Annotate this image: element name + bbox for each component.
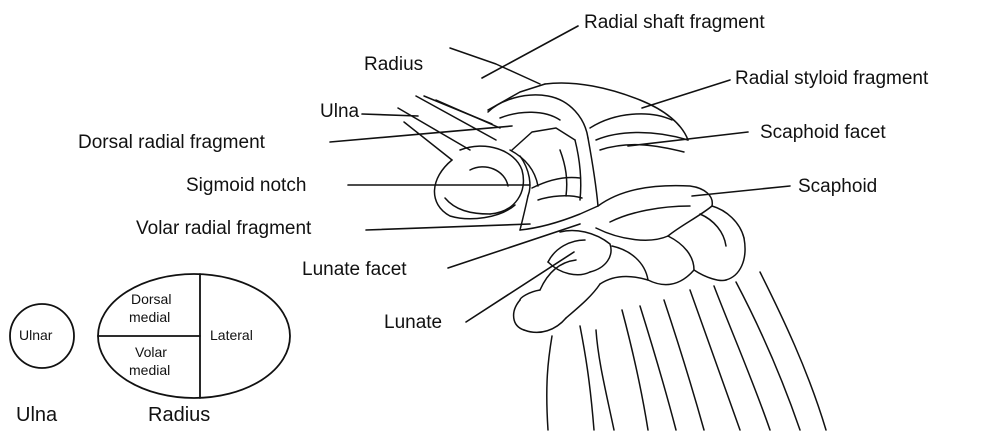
leader-scaphoid bbox=[692, 186, 790, 196]
label-radius: Radius bbox=[364, 54, 423, 76]
label-scaphoid-facet: Scaphoid facet bbox=[760, 122, 886, 144]
label-scaphoid: Scaphoid bbox=[798, 176, 877, 198]
leader-radial-styloid-fragment bbox=[642, 80, 730, 108]
caption-radius: Radius bbox=[148, 404, 210, 426]
label-radial-styloid-fragment: Radial styloid fragment bbox=[735, 68, 928, 90]
caption-ulna: Ulna bbox=[16, 404, 57, 426]
leader-scaphoid-facet bbox=[628, 132, 748, 146]
label-sigmoid-notch: Sigmoid notch bbox=[186, 175, 306, 197]
label-radial-shaft-fragment: Radial shaft fragment bbox=[584, 12, 765, 34]
leader-lunate bbox=[466, 252, 574, 322]
label-volar-radial-fragment: Volar radial fragment bbox=[136, 218, 311, 240]
schematic-dorsal-medial-line1: Dorsal bbox=[131, 291, 171, 308]
ulna-drawing bbox=[398, 96, 523, 219]
schematic-ulnar-label: Ulnar bbox=[19, 327, 52, 344]
label-dorsal-radial-fragment: Dorsal radial fragment bbox=[78, 132, 265, 154]
schematic-volar-medial-line2: medial bbox=[129, 362, 170, 379]
leader-volar-radial-fragment bbox=[366, 224, 530, 230]
schematic-lateral-label: Lateral bbox=[210, 327, 253, 344]
schematic-dorsal-medial-line2: medial bbox=[129, 309, 170, 326]
leader-radial-shaft-fragment bbox=[482, 26, 578, 78]
label-lunate: Lunate bbox=[384, 312, 442, 334]
schematic-volar-medial-line1: Volar bbox=[135, 344, 167, 361]
label-lunate-facet: Lunate facet bbox=[302, 259, 407, 281]
label-ulna: Ulna bbox=[320, 101, 359, 123]
carpal-bones-drawing bbox=[514, 186, 826, 430]
